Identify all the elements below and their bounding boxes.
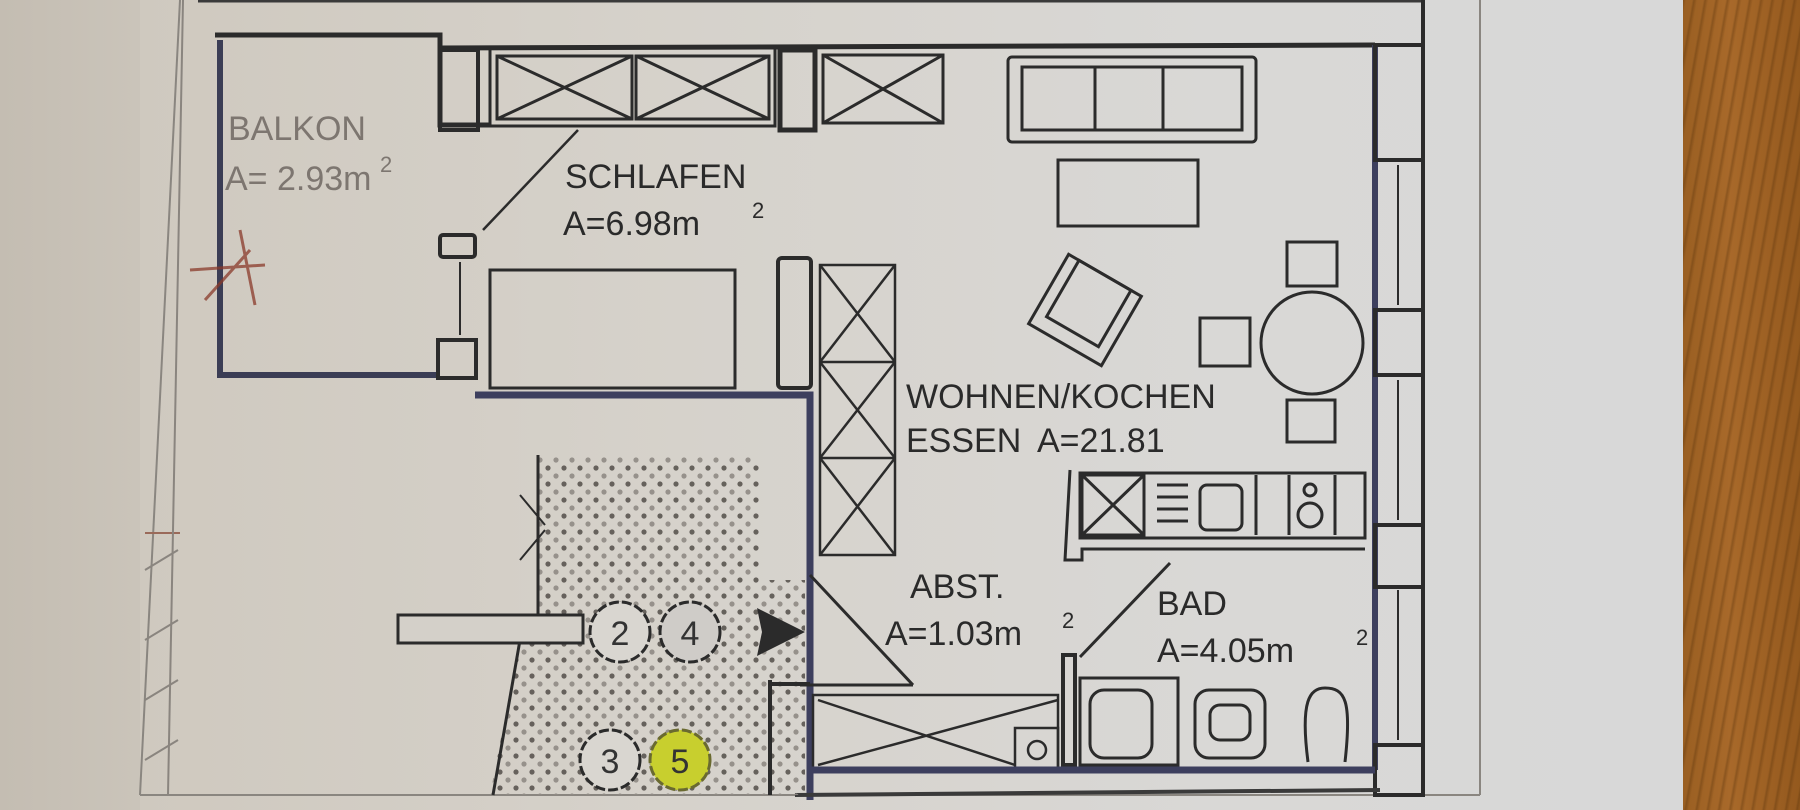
door-swing-bedroom [482,129,579,231]
paper-sheet [140,0,1685,810]
svg-text:A=6.98m: A=6.98m [563,205,700,243]
svg-text:A= 2.93m: A= 2.93m [225,160,371,198]
hatched-wall-left [144,0,184,796]
svg-text:BALKON: BALKON [228,110,366,148]
stove-icon [1296,501,1324,529]
living-room-right-wall [1372,0,1425,797]
plant-icon [189,229,266,306]
bedroom-top-wall [439,42,1376,133]
bedroom-window-left [436,48,480,380]
svg-text:A=21.81: A=21.81 [1037,422,1165,460]
svg-text:2: 2 [1356,625,1368,650]
marker-4: 4 [658,600,722,664]
svg-text:A=4.05m: A=4.05m [1157,632,1294,670]
background-surface [0,0,160,810]
label-balkon: BALKON A= 2.93m 2 [225,110,392,198]
washing-machine-icon [1013,726,1060,772]
svg-text:WOHNEN/KOCHEN: WOHNEN/KOCHEN [906,378,1216,416]
bathtub-icon [1078,676,1180,767]
svg-text:4: 4 [681,615,700,653]
bed-icon [488,268,737,390]
sofa-icon [1006,55,1258,144]
stove-icon [1302,482,1318,498]
wardrobe-icon [488,46,777,128]
armchair-icon [1026,252,1144,368]
svg-text:2: 2 [611,615,630,653]
wardrobe-icon [821,53,945,125]
washbasin-icon [1193,688,1267,760]
fridge-icon [1080,473,1146,537]
svg-text:5: 5 [671,743,690,781]
svg-text:SCHLAFEN: SCHLAFEN [565,158,746,196]
label-wohnen-kochen-essen: WOHNEN/KOCHEN ESSEN A=21.81 [906,378,1216,460]
svg-text:A=1.03m: A=1.03m [885,615,1022,653]
balcony-area [189,32,490,378]
svg-text:ABST.: ABST. [910,568,1004,606]
storage-shelf-icon [811,693,1060,772]
svg-text:2: 2 [1062,608,1074,633]
toilet-icon [1303,686,1350,763]
chair-icon [1198,316,1252,368]
svg-text:BAD: BAD [1157,585,1227,623]
marker-2: 2 [588,600,652,664]
bath-fixtures [1078,676,1350,767]
label-bad: BAD A=4.05m 2 [1157,585,1368,670]
label-abstellraum: ABST. A=1.03m 2 [885,568,1074,653]
svg-text:3: 3 [601,743,620,781]
entrance-arrow-icon [757,608,805,656]
label-schlafen: SCHLAFEN A=6.98m 2 [563,158,764,243]
coffee-table-icon [1056,158,1200,228]
door-pier [776,256,813,390]
kitchen-counter-icon [1063,469,1367,562]
chair-icon [1285,398,1337,444]
svg-text:ESSEN: ESSEN [906,422,1021,460]
marker-3: 3 [578,728,642,792]
bedroom-bottom-wall [475,391,814,800]
wardrobe-icon [818,263,897,557]
chair-icon [1285,240,1339,288]
sink-icon [1198,483,1244,532]
round-table-icon [1198,240,1365,444]
svg-text:2: 2 [380,152,392,177]
svg-text:2: 2 [752,198,764,223]
outer-bottom-line [794,788,1381,797]
wooden-table-edge [1683,0,1800,810]
railing-bar [396,613,585,645]
storage-bath-partitions [800,561,1172,767]
marker-5-highlighted: 5 [648,728,712,792]
